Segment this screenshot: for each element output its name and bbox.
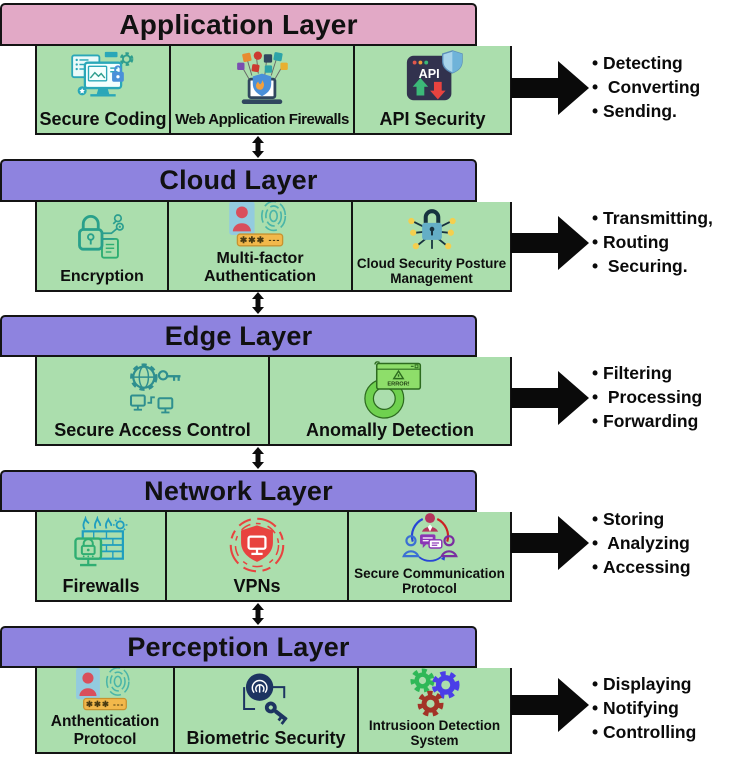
authentication-protocol-icon: ✱✱✱ ---: [69, 668, 141, 713]
edge-arrow-icon: [511, 371, 589, 425]
network-arrow-icon: [511, 516, 589, 570]
cell-label: API Security: [379, 108, 486, 129]
api-icon-text: API: [418, 67, 439, 81]
anomaly-detection-icon: ERROR!: [354, 357, 426, 420]
bullet-item: Analyzing: [592, 531, 750, 555]
layer-title: Edge Layer: [164, 320, 313, 351]
cell-cloud-security-posture-management: Cloud Security Posture Management: [351, 202, 510, 290]
bullet-item: Displaying: [592, 672, 750, 696]
intrusion-detection-icon: [404, 668, 466, 718]
edge-layer-header: Edge Layer: [0, 315, 477, 357]
perception-arrow-icon: [511, 678, 589, 732]
cell-label: Multi-factor Authentication: [204, 250, 316, 286]
cell-label: Anomally Detection: [305, 419, 475, 440]
cloud-arrow-icon: [511, 216, 589, 270]
application-layer-header: Application Layer: [0, 3, 477, 46]
vertical-double-arrow-icon: [252, 292, 264, 314]
cell-vpns: VPNs: [165, 512, 347, 600]
password-dots-text: ✱✱✱ ---: [86, 699, 124, 709]
multi-factor-authentication-icon: ✱✱✱ ---: [222, 202, 298, 250]
cell-secure-access-control: Secure Access Control: [37, 357, 268, 444]
network-layer-row: Firewalls VPNs: [35, 512, 512, 602]
cell-biometric-security: Biometric Security: [173, 668, 357, 752]
bullet-item: Routing: [592, 230, 750, 254]
network-layer-header: Network Layer: [0, 470, 477, 512]
cell-label: Cloud Security Posture Management: [356, 255, 507, 286]
cloud-security-posture-icon: [403, 202, 461, 256]
cell-encryption: Encryption: [37, 202, 167, 290]
api-security-icon: API: [402, 46, 464, 109]
bullet-item: Converting: [592, 75, 750, 99]
perception-bullets: Displaying Notifying Controlling: [592, 672, 750, 744]
cell-label: Firewalls: [62, 575, 140, 596]
firewall-icon: [70, 512, 132, 576]
cloud-bullets: Transmitting, Routing Securing.: [592, 206, 750, 278]
secure-communication-icon: [401, 512, 459, 566]
cloud-layer-row: Encryption ✱✱✱ --- Multi-factor Authenti…: [35, 202, 512, 292]
bullet-item: Sending.: [592, 99, 750, 123]
encryption-lock-icon: [72, 202, 132, 268]
cell-label: Secure Communication Protocol: [354, 565, 505, 596]
cell-label: Intrusioon Detection System: [368, 717, 501, 748]
perception-layer-row: ✱✱✱ --- Anthentication Protocol: [35, 668, 512, 754]
password-dots-text: ✱✱✱ ---: [240, 235, 281, 245]
error-icon-text: ERROR!: [387, 382, 409, 388]
secure-coding-icon: [68, 46, 138, 109]
cell-label: Web Application Firewalls: [175, 111, 349, 129]
web-application-firewall-icon: [227, 46, 297, 112]
bullet-item: Detecting: [592, 51, 750, 75]
application-layer-row: Secure Coding: [35, 46, 512, 135]
vertical-double-arrow-icon: [252, 603, 264, 625]
bullet-item: Forwarding: [592, 409, 750, 433]
layer-title: Application Layer: [119, 8, 358, 40]
cell-label: Anthentication Protocol: [50, 713, 160, 748]
perception-layer-header: Perception Layer: [0, 626, 477, 668]
cell-label: Secure Coding: [39, 108, 167, 129]
cell-label: VPNs: [233, 575, 281, 596]
cell-firewalls: Firewalls: [37, 512, 165, 600]
bullet-item: Securing.: [592, 254, 750, 278]
network-bullets: Storing Analyzing Accessing: [592, 507, 750, 579]
application-arrow-icon: [511, 61, 589, 115]
bullet-item: Transmitting,: [592, 206, 750, 230]
layer-title: Perception Layer: [127, 631, 350, 662]
vertical-double-arrow-icon: [252, 447, 264, 469]
secure-access-control-icon: [120, 357, 186, 420]
cloud-layer-header: Cloud Layer: [0, 159, 477, 202]
cell-label: Encryption: [60, 268, 144, 286]
application-bullets: Detecting Converting Sending.: [592, 51, 750, 123]
cell-authentication-protocol: ✱✱✱ --- Anthentication Protocol: [37, 668, 173, 752]
vpn-shield-icon: [227, 512, 287, 576]
biometric-security-icon: [235, 668, 297, 728]
edge-bullets: Filtering Processing Forwarding: [592, 361, 750, 433]
layer-title: Network Layer: [144, 475, 333, 506]
vertical-double-arrow-icon: [252, 136, 264, 158]
bullet-item: Controlling: [592, 720, 750, 744]
cell-label: Secure Access Control: [54, 419, 251, 440]
cell-anomaly-detection: ERROR! Anomally Detection: [268, 357, 510, 444]
cell-secure-communication-protocol: Secure Communication Protocol: [347, 512, 510, 600]
cell-secure-coding: Secure Coding: [37, 46, 169, 133]
cell-api-security: API API Security: [353, 46, 510, 133]
bullet-item: Accessing: [592, 555, 750, 579]
bullet-item: Notifying: [592, 696, 750, 720]
cell-web-application-firewalls: Web Application Firewalls: [169, 46, 353, 133]
bullet-item: Storing: [592, 507, 750, 531]
bullet-item: Processing: [592, 385, 750, 409]
cell-intrusion-detection-system: Intrusioon Detection System: [357, 668, 510, 752]
edge-layer-row: Secure Access Control ERROR! Ano: [35, 357, 512, 446]
layer-title: Cloud Layer: [159, 165, 318, 195]
bullet-item: Filtering: [592, 361, 750, 385]
cell-multi-factor-authentication: ✱✱✱ --- Multi-factor Authentication: [167, 202, 351, 290]
cell-label: Biometric Security: [186, 727, 346, 748]
